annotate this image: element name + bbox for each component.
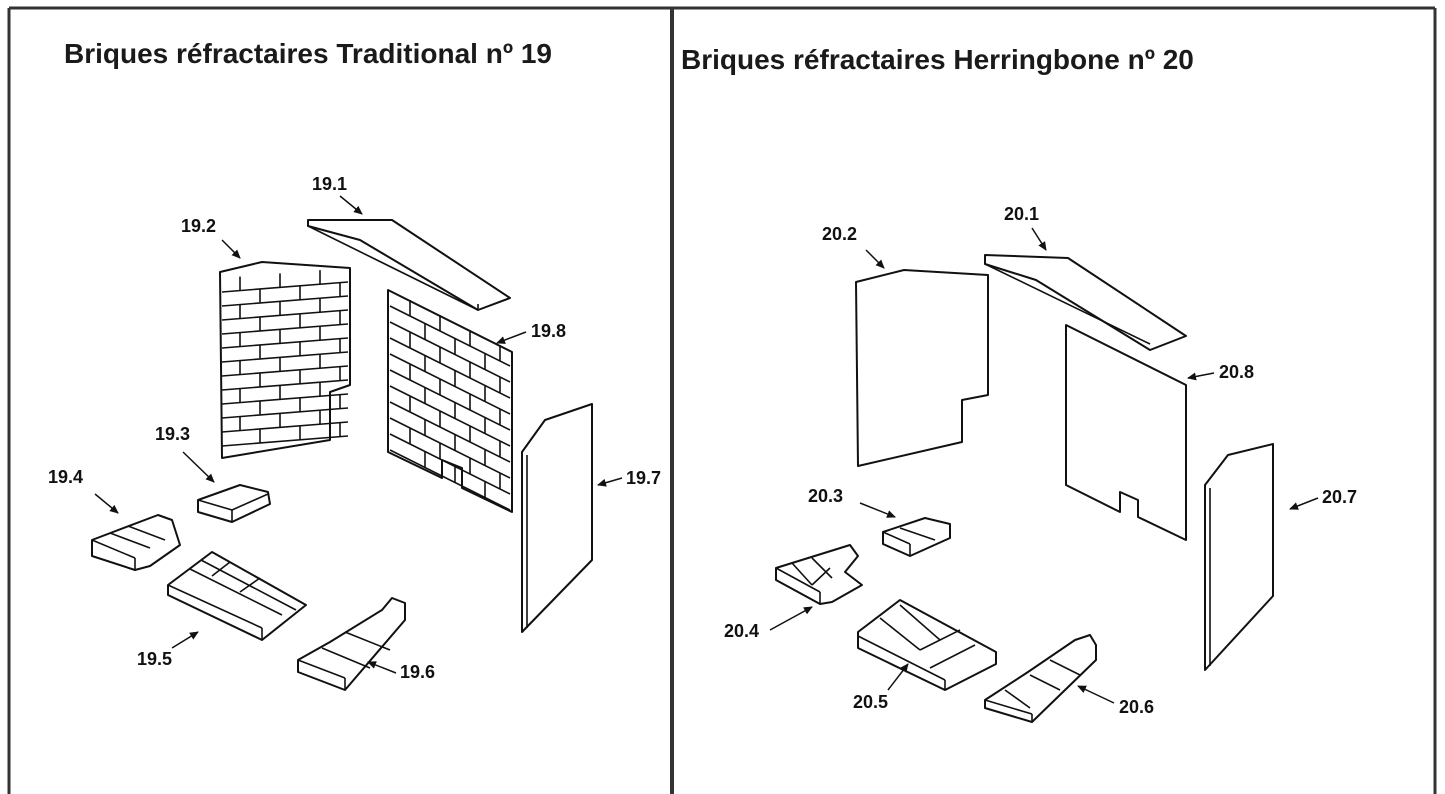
part-20-6-floor-right [984,634,1097,723]
part-19-5-floor-center [167,551,307,641]
part-20-2-left-wall [855,269,989,467]
label-20-7: 20.7 [1322,487,1357,507]
label-19-3: 19.3 [155,424,190,444]
label-20-8: 20.8 [1219,362,1254,382]
part-19-2-left-wall [219,261,351,459]
label-19-4: 19.4 [48,467,83,487]
label-20-5: 20.5 [853,692,888,712]
part-20-3-small-brick [882,517,951,557]
part-19-4-floor-left [91,514,181,571]
part-20-5-floor-center [857,599,997,691]
label-20-1: 20.1 [1004,204,1039,224]
part-19-8-back-wall [387,289,513,513]
label-20-6: 20.6 [1119,697,1154,717]
label-20-2: 20.2 [822,224,857,244]
label-19-6: 19.6 [400,662,435,682]
part-20-4-floor-left [775,544,863,605]
part-19-1-roof-brick [307,219,511,311]
part-20-7-right-wall [1204,443,1274,671]
part-20-1-roof-brick [984,254,1187,351]
part-20-8-back-wall [1065,324,1187,541]
label-19-5: 19.5 [137,649,172,669]
right-panel-title: Briques réfractaires Herringbone nº 20 [681,44,1194,75]
right-panel-labels: 20.1 20.2 20.8 20.3 20.7 20.4 20.5 20.6 [724,204,1357,717]
left-panel-labels: 19.1 19.2 19.8 19.3 19.4 19.7 19.5 19.6 [48,174,661,682]
label-19-2: 19.2 [181,216,216,236]
label-19-8: 19.8 [531,321,566,341]
left-panel-parts [91,219,593,691]
panel-borders [7,6,1437,794]
right-panel-parts [775,254,1274,723]
label-19-7: 19.7 [626,468,661,488]
part-19-7-right-wall [521,403,593,633]
label-20-4: 20.4 [724,621,759,641]
left-panel-title: Briques réfractaires Traditional nº 19 [64,38,552,69]
label-20-3: 20.3 [808,486,843,506]
part-19-6-floor-right [297,597,406,691]
label-19-1: 19.1 [312,174,347,194]
part-19-3-small-brick [197,484,271,523]
